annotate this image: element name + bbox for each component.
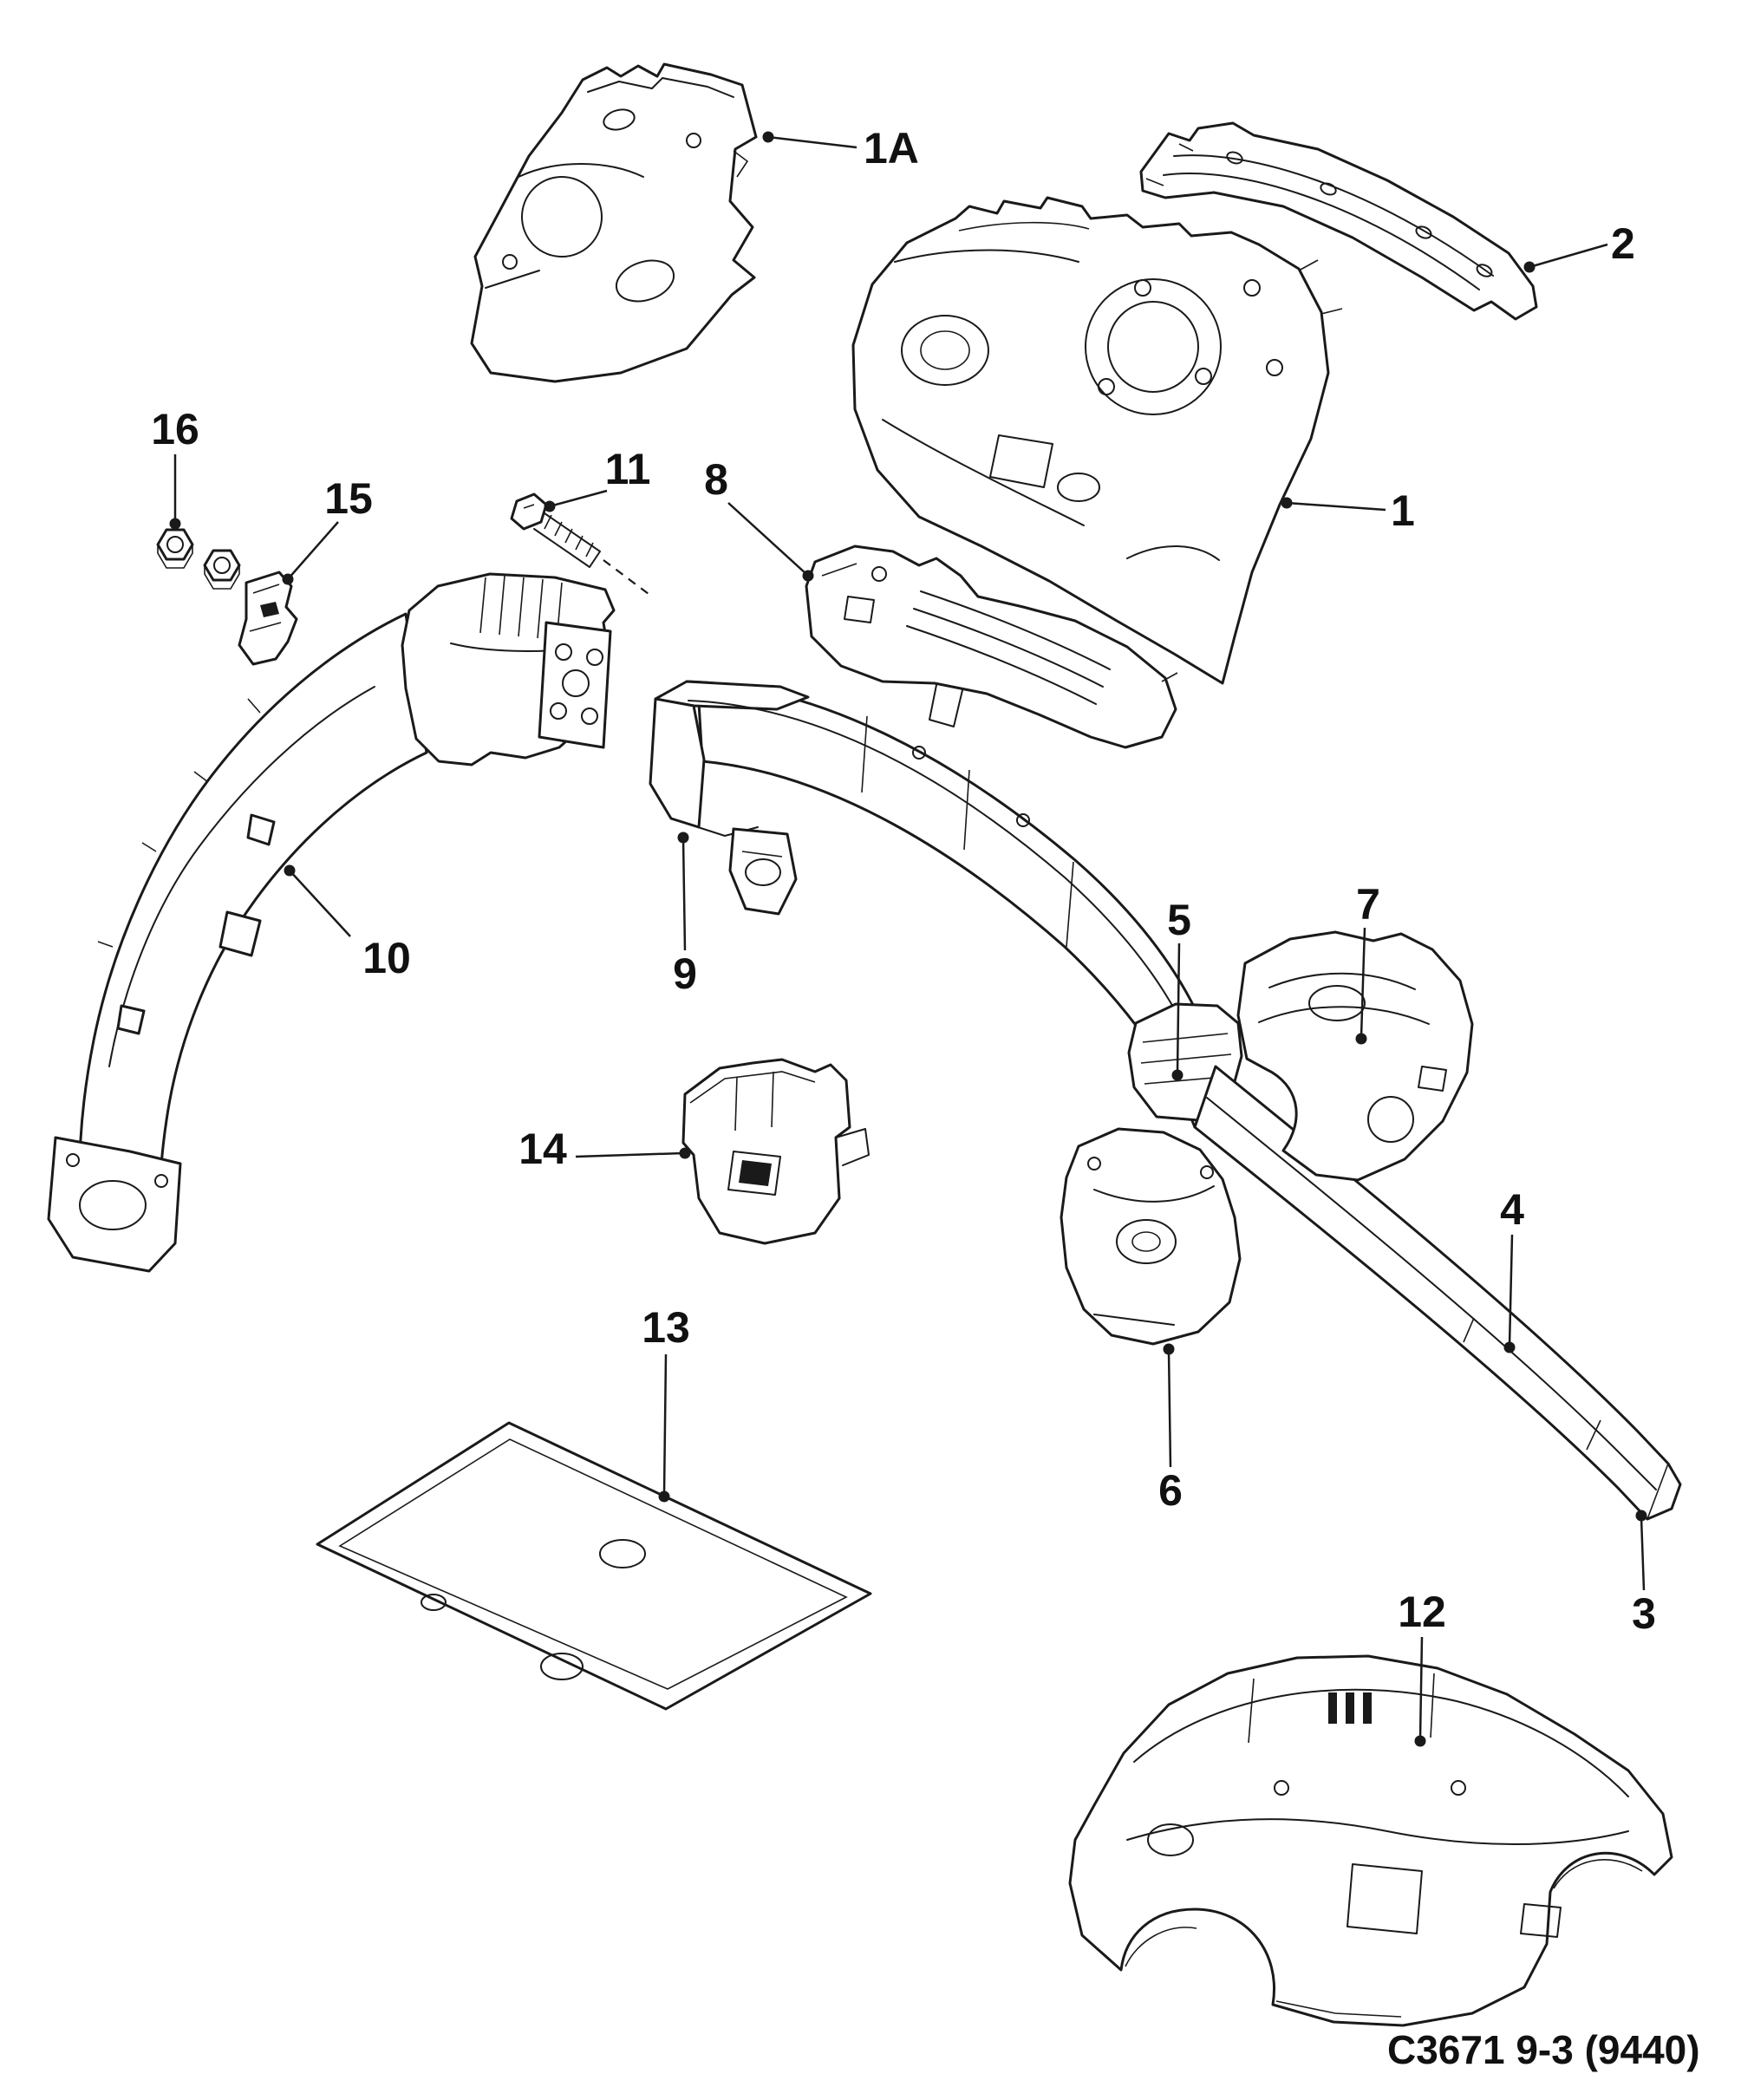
callout-3: 3 bbox=[1632, 1589, 1656, 1638]
figure-code: C3671 9-3 (9440) bbox=[1387, 2027, 1700, 2072]
leader-2 bbox=[1529, 243, 1608, 269]
part-12-drawing bbox=[1068, 1654, 1673, 2027]
callout-labels: 1A 2 1 16 15 11 8 10 9 5 7 4 14 13 6 12 … bbox=[151, 124, 1656, 1638]
callout-1a: 1A bbox=[864, 124, 919, 173]
part-16-drawing bbox=[156, 528, 241, 590]
callout-4: 4 bbox=[1500, 1185, 1524, 1234]
leader-10 bbox=[289, 870, 351, 937]
part-15-drawing bbox=[238, 571, 298, 666]
callout-13: 13 bbox=[642, 1303, 690, 1352]
callout-6: 6 bbox=[1158, 1466, 1183, 1515]
part-6-drawing bbox=[1060, 1127, 1242, 1346]
callout-2: 2 bbox=[1611, 219, 1635, 268]
leader-9 bbox=[681, 837, 687, 951]
callout-14: 14 bbox=[518, 1125, 567, 1173]
callout-1: 1 bbox=[1391, 486, 1415, 535]
leader-5 bbox=[1176, 942, 1181, 1074]
leader-6 bbox=[1167, 1350, 1172, 1468]
part-13-drawing bbox=[316, 1421, 872, 1711]
part-14-drawing bbox=[681, 1058, 870, 1245]
part-7-drawing bbox=[1236, 930, 1474, 1182]
callout-12: 12 bbox=[1398, 1588, 1446, 1636]
callout-5: 5 bbox=[1167, 896, 1191, 944]
part-9-drawing bbox=[649, 680, 1219, 1129]
callout-15: 15 bbox=[324, 474, 373, 523]
leader-14 bbox=[575, 1151, 684, 1158]
part-10-drawing bbox=[47, 572, 616, 1273]
leader-12 bbox=[1418, 1636, 1424, 1740]
leader-8 bbox=[727, 502, 807, 575]
leader-11 bbox=[549, 489, 608, 508]
part-8-drawing bbox=[805, 545, 1178, 749]
leader-15 bbox=[287, 521, 339, 580]
part-3-4-rail-drawing bbox=[1193, 1065, 1682, 1521]
leader-7 bbox=[1360, 927, 1366, 1038]
leader-lines bbox=[169, 131, 1647, 1747]
part-2-drawing bbox=[1139, 121, 1538, 321]
callout-9: 9 bbox=[673, 949, 697, 998]
part-11-drawing bbox=[510, 492, 653, 597]
callout-16: 16 bbox=[151, 405, 199, 453]
part-1a-drawing bbox=[470, 62, 758, 383]
callout-8: 8 bbox=[704, 455, 728, 504]
leader-3 bbox=[1640, 1516, 1646, 1591]
callout-7: 7 bbox=[1356, 880, 1380, 929]
leader-13 bbox=[662, 1353, 668, 1496]
callout-10: 10 bbox=[362, 934, 411, 982]
leader-4 bbox=[1508, 1234, 1514, 1347]
leader-1 bbox=[1286, 501, 1386, 512]
callout-11: 11 bbox=[605, 445, 651, 493]
leader-1a bbox=[767, 135, 857, 149]
part-1-drawing bbox=[851, 196, 1343, 685]
